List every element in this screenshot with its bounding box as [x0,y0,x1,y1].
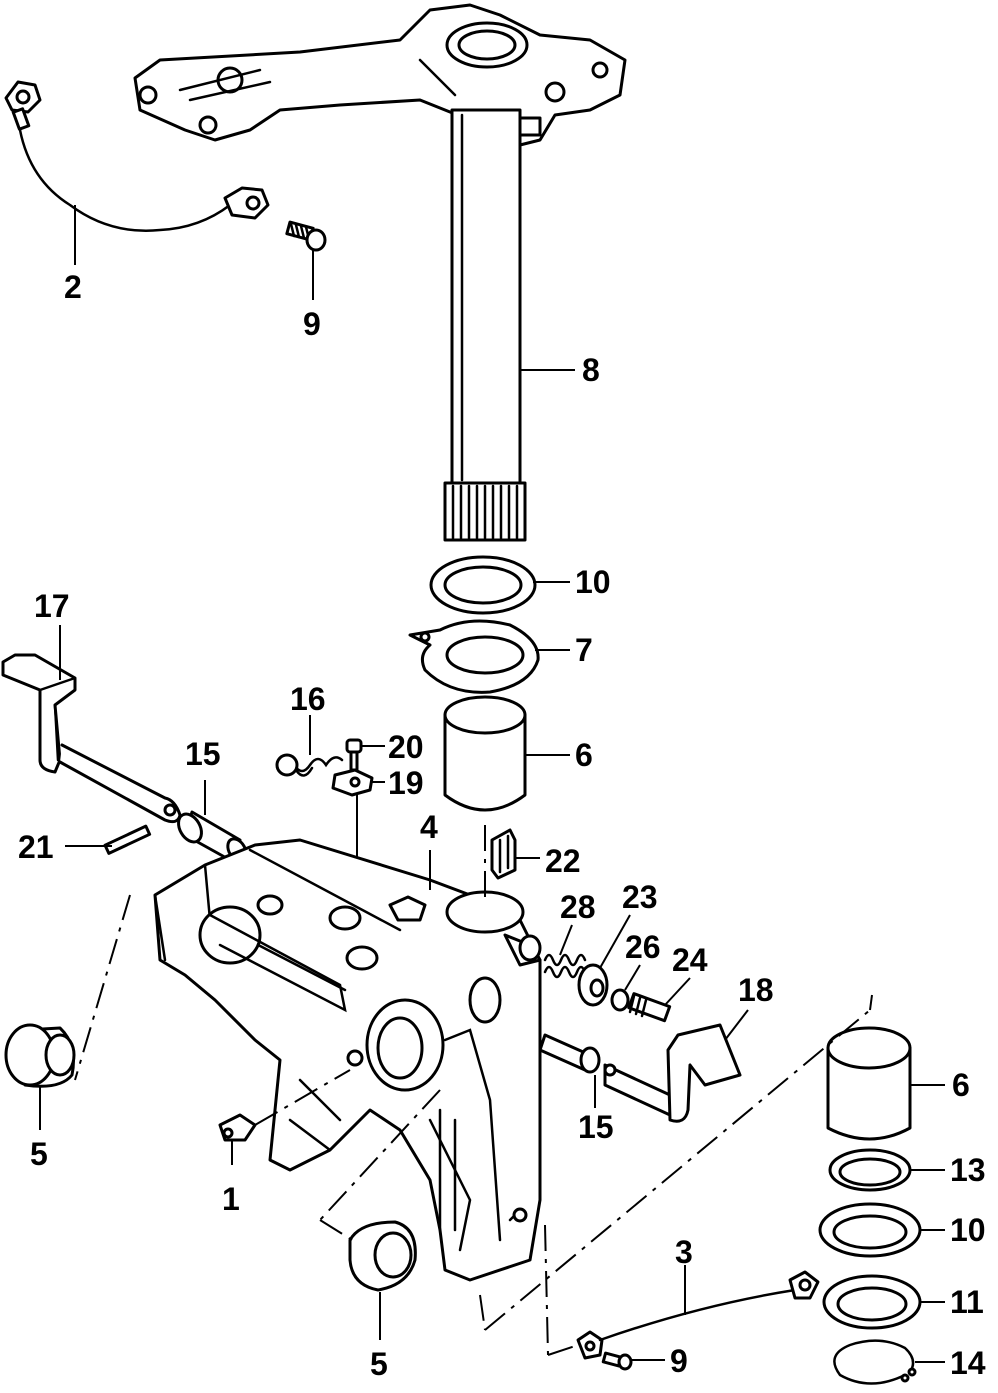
callout-6-right: 6 [952,1067,970,1103]
liner-clip-part [490,828,517,880]
callout-28: 28 [560,889,596,925]
clip-19-part [331,768,374,797]
callout-7: 7 [575,632,593,668]
screw-lower-part [601,1351,633,1371]
callout-4: 4 [420,809,438,845]
callout-10-right: 10 [950,1212,986,1248]
assembly-center-lines [74,825,873,1356]
callout-20: 20 [388,729,424,765]
callout-9-lower: 9 [670,1343,688,1379]
pin-part [103,824,152,855]
bushing-6-right-part [826,1026,912,1141]
callout-5-bottom: 5 [370,1346,388,1382]
callout-18: 18 [738,972,774,1008]
callout-8: 8 [582,352,600,388]
callout-14: 14 [950,1345,986,1381]
tilt-lever-right-part [603,1023,742,1123]
bushing-5-left-part [4,1023,76,1088]
ground-strap-part [4,80,270,232]
callout-5-left: 5 [30,1136,48,1172]
callout-9-upper: 9 [303,306,321,342]
screw-upper-part [285,220,327,252]
callout-19: 19 [388,765,424,801]
callout-2: 2 [64,269,82,305]
callout-6-upper: 6 [575,737,593,773]
washer-upper-part [429,555,537,615]
callout-22: 22 [545,843,581,879]
washer-11-part [822,1274,922,1330]
tilt-lever-part [1,653,182,824]
callout-21: 21 [18,829,54,865]
callout-1: 1 [222,1181,240,1217]
callout-15-right: 15 [578,1109,614,1145]
bushing-right-part [538,1033,601,1074]
knob-23-part [577,963,609,1007]
spring-28-part [518,934,587,979]
callout-24: 24 [672,942,708,978]
spring-part [275,753,344,777]
ground-strap-lower-part [576,1270,820,1360]
callout-11: 11 [950,1284,984,1320]
ring-13-part [828,1148,912,1192]
snap-ring-part [833,1339,917,1385]
washer-10-right-part [818,1202,922,1258]
callout-15-left: 15 [185,736,221,772]
bushing-upper-part [443,695,527,812]
callout-26: 26 [625,929,661,965]
bolt-24-part [627,992,672,1023]
bushing-5-bottom-part [348,1220,417,1292]
screw-20-part [345,738,363,772]
callout-23: 23 [622,879,658,915]
washer-26-part [610,988,630,1012]
grease-fitting-part [218,1113,257,1142]
callout-13: 13 [950,1152,986,1188]
callout-16: 16 [290,681,326,717]
swivel-bracket-part [153,838,542,1282]
callout-3: 3 [675,1234,693,1270]
callout-17: 17 [34,588,70,624]
callout-10-upper: 10 [575,564,611,600]
steering-arm-shaft-part [133,3,627,542]
tab-washer-part [408,619,540,694]
callout-labels: 1 2 3 4 5 5 6 6 7 8 9 9 10 10 11 13 14 1… [18,269,986,1382]
